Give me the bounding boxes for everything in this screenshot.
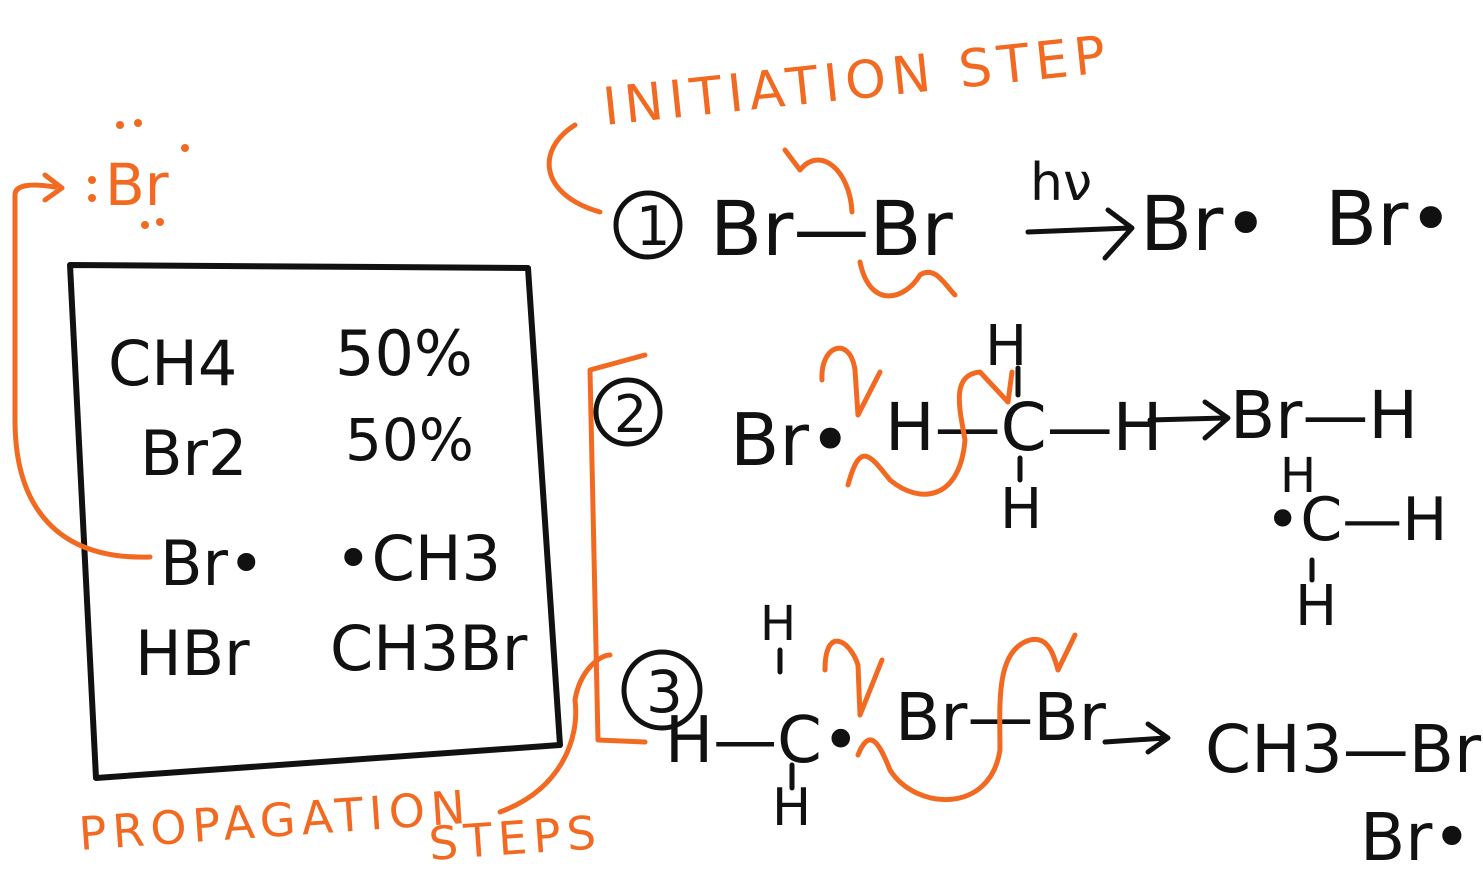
initiation-bracket	[546, 122, 603, 215]
step-2-circle	[593, 377, 663, 447]
step-3-radical: H—C•	[665, 704, 860, 778]
initiation-step-label: INITIATION STEP	[600, 25, 1114, 138]
step-2-product-h-bottom: H	[1295, 574, 1337, 639]
step-1-fishhook-up	[782, 147, 855, 215]
box-br2-percent: 50%	[345, 406, 474, 474]
lone-pair-dots	[88, 119, 189, 229]
box-hbr: HBr	[135, 617, 250, 690]
step-2-fishhook-b	[845, 369, 1015, 497]
step-1-condition: hν	[1030, 153, 1092, 213]
step-2-arrow	[1147, 399, 1231, 441]
step-3-arrow	[1102, 721, 1171, 755]
br-link-arrow	[12, 182, 153, 560]
step-2-product: Br—H	[1230, 377, 1418, 454]
step-2-fishhook-a	[819, 345, 883, 418]
step-1: 1 Br—Br hν Br• Br•	[613, 147, 1453, 299]
propagation-bracket	[587, 352, 648, 745]
step-2-h-bottom: H	[1000, 477, 1042, 542]
steps-connector	[497, 652, 613, 815]
box-br-radical: Br•	[160, 527, 265, 600]
step-3-h-top: H	[760, 596, 796, 652]
step-1-reactant: Br—Br	[710, 184, 954, 273]
step-3-product-radical: Br•	[1360, 799, 1471, 874]
step-2-bonds	[1015, 365, 1023, 483]
steps-label: STEPS	[427, 805, 604, 871]
br-radical-top: Br	[105, 151, 169, 219]
step-2-product-h-top: H	[1280, 448, 1316, 504]
step-3-product: CH3—Br	[1205, 711, 1482, 788]
box-ch3br: CH3Br	[330, 612, 528, 685]
step-1-number: 1	[636, 195, 670, 258]
step-3-fishhook-b	[855, 632, 1078, 802]
step-1-circle	[613, 190, 683, 260]
step-2-reactant: H—C—H	[885, 389, 1162, 466]
step-1-product-a: Br•	[1140, 179, 1268, 268]
step-3-fishhook-a	[822, 638, 885, 718]
step-2-radical: Br•	[730, 398, 851, 482]
step-3-number: 3	[646, 658, 683, 726]
step-3-bonds	[777, 647, 795, 791]
step-2-h-top: H	[985, 314, 1027, 379]
step-1-fishhook-down	[857, 259, 958, 299]
step-2-product-radical: •C—H	[1265, 485, 1447, 555]
br-link-arrowhead	[42, 172, 65, 203]
step-3-circle	[621, 649, 703, 731]
box-ch3-radical: •CH3	[335, 522, 501, 595]
box-ch4-percent: 50%	[335, 317, 473, 390]
step-2: 2 Br• H—C—H H H Br—H H •C—H H	[593, 314, 1447, 639]
step-1-product-b: Br•	[1325, 174, 1453, 263]
box-ch4: CH4	[108, 327, 237, 400]
propagation-label: PROPAGATION	[77, 780, 473, 861]
species-box-outline	[67, 262, 563, 781]
step-3: 3 H—C• H H Br—Br CH3—Br Br•	[621, 596, 1482, 874]
step-1-arrow	[1025, 207, 1135, 261]
step-2-number: 2	[614, 385, 647, 445]
box-br2: Br2	[140, 417, 247, 490]
